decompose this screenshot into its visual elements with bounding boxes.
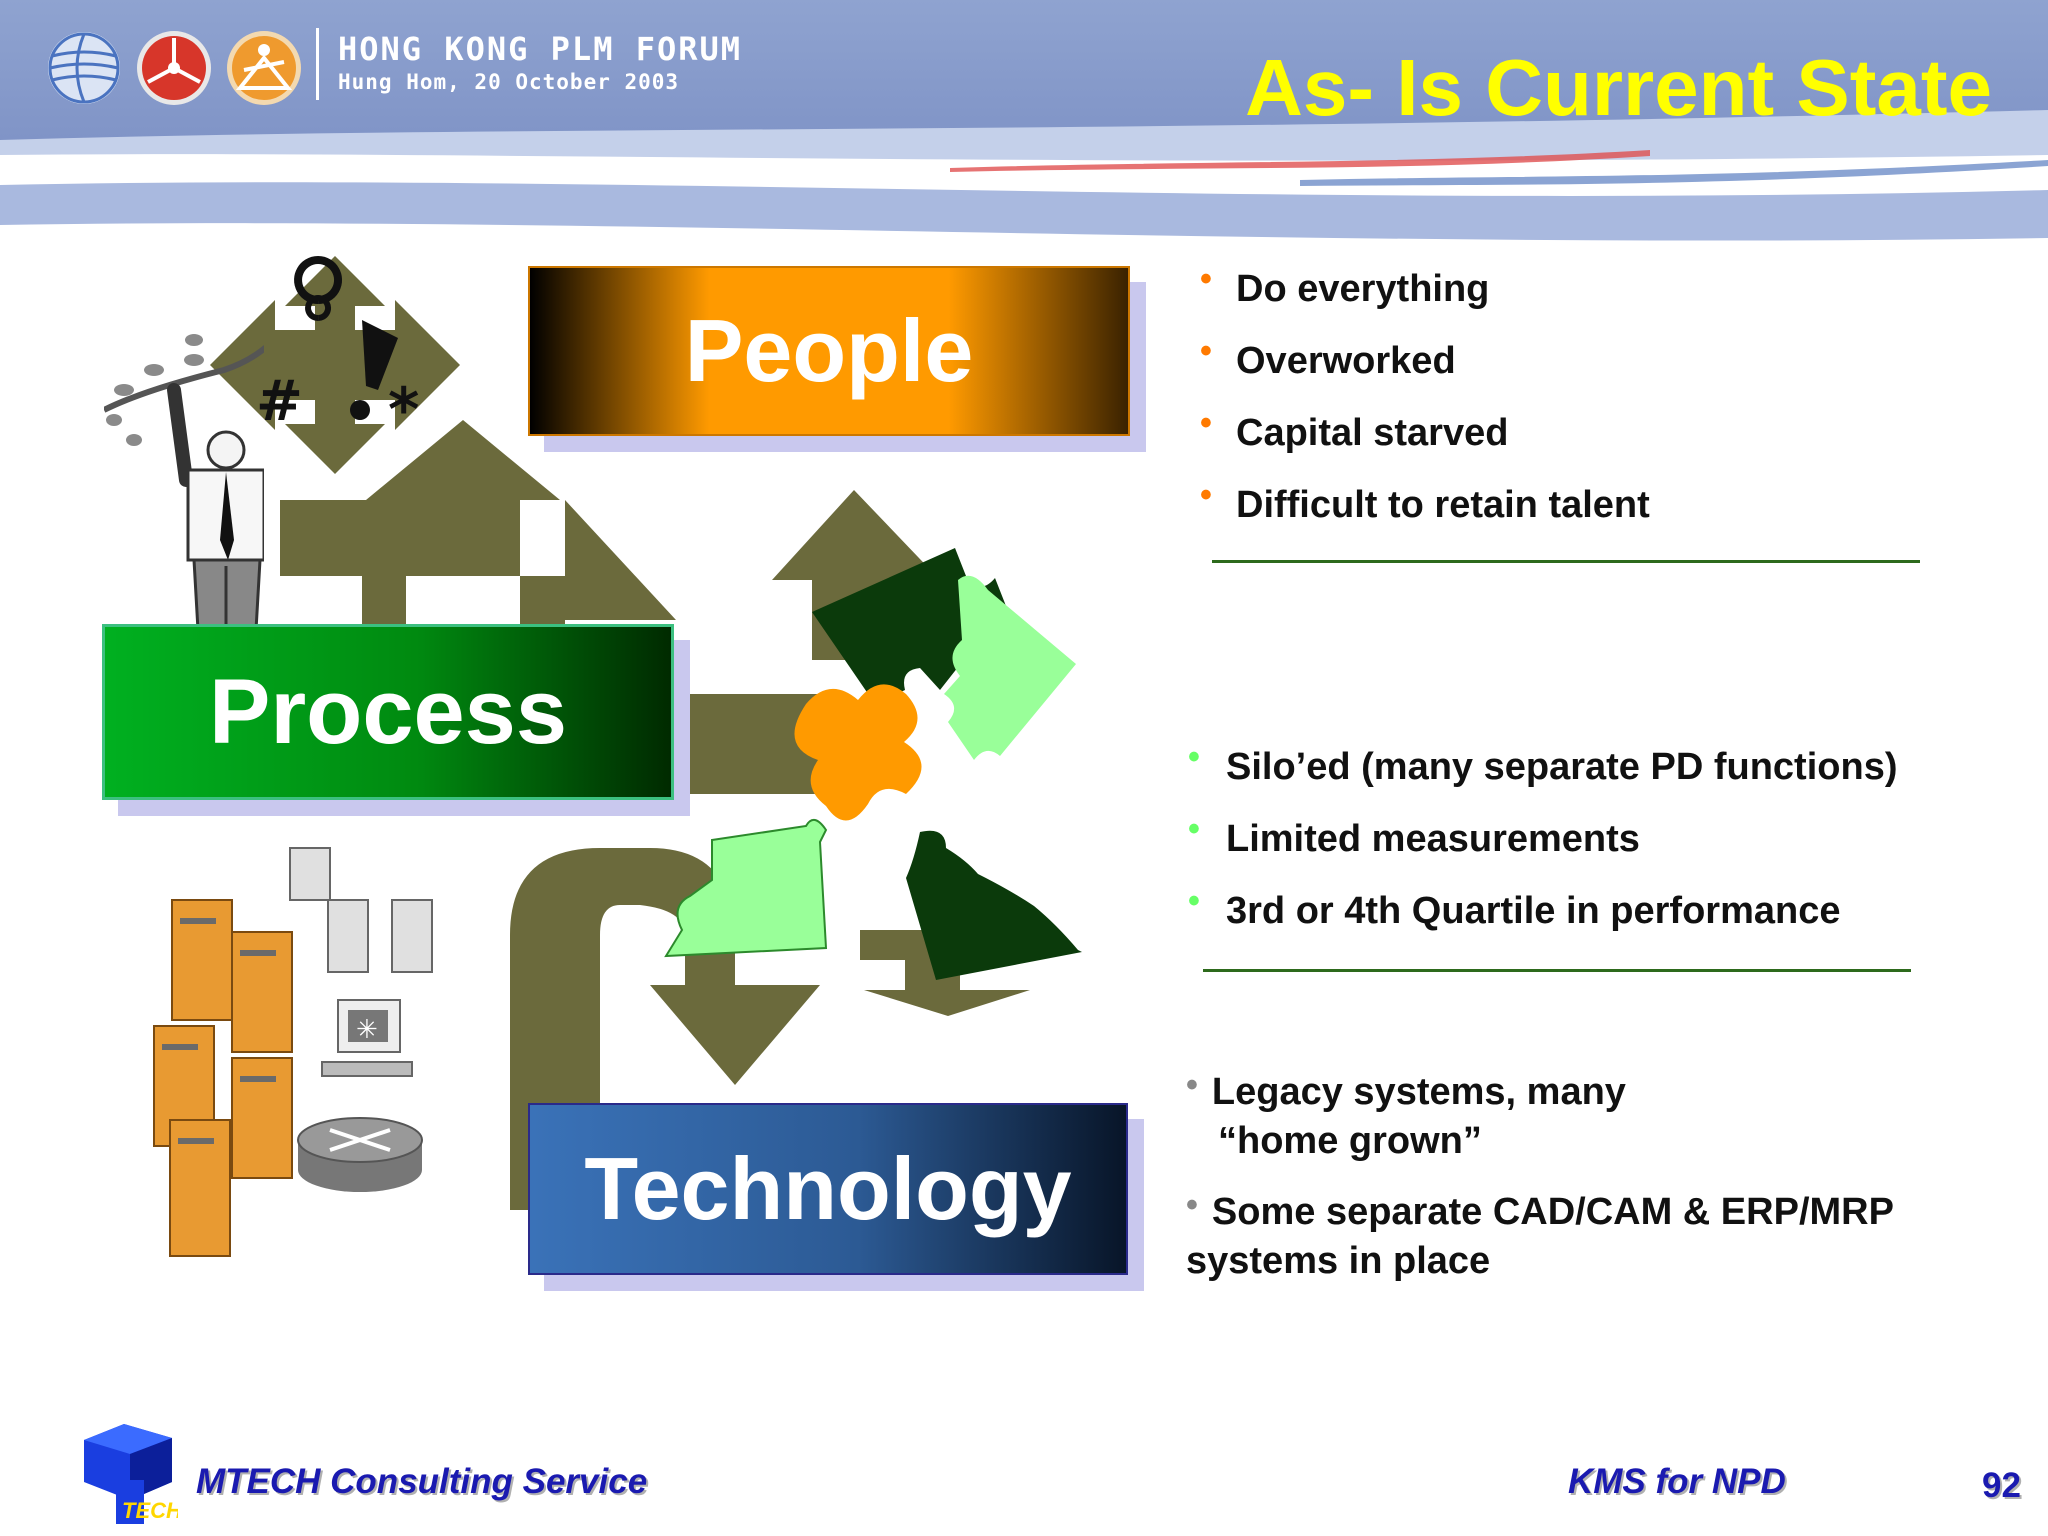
process-box: Process xyxy=(102,624,674,800)
people-label: People xyxy=(684,301,974,400)
list-item: •Overworked xyxy=(1200,332,1456,382)
technology-point: •Legacy systems, many “home grown” xyxy=(1186,1066,1626,1162)
bullet-icon: • xyxy=(1200,260,1212,298)
divider-line xyxy=(1212,560,1920,563)
banner-background xyxy=(0,0,2048,260)
svg-text:#: # xyxy=(256,369,303,434)
bullet-icon: • xyxy=(1188,882,1200,920)
bullet-icon: • xyxy=(1186,1186,1198,1224)
svg-text:✳: ✳ xyxy=(356,1015,378,1045)
technology-label: Technology xyxy=(584,1139,1072,1238)
list-item: •Silo’ed (many separate PD functions) xyxy=(1188,738,1898,788)
puzzle-icon xyxy=(664,548,1082,980)
bullet-icon: • xyxy=(1186,1066,1198,1104)
svg-text:*: * xyxy=(388,375,419,445)
list-item: •Do everything xyxy=(1200,260,1490,310)
bullet-icon: • xyxy=(1200,476,1212,514)
server-cluster-illustration: ✳ xyxy=(153,847,433,1257)
process-bullet-list: •Silo’ed (many separate PD functions) •L… xyxy=(1188,738,1898,962)
svg-text:TECH: TECH xyxy=(122,1498,178,1523)
forum-subtitle: Hung Hom, 20 October 2003 xyxy=(338,70,680,94)
figure-logo-icon xyxy=(227,31,301,105)
four-way-arrow xyxy=(210,256,460,474)
technology-point: •Some separate CAD/CAM & ERP/MRP systems… xyxy=(1186,1186,1894,1282)
list-item: •Difficult to retain talent xyxy=(1200,476,1650,526)
stress-symbols-icon: # * xyxy=(256,256,419,445)
globe-logo-icon xyxy=(48,32,120,104)
bullet-icon: • xyxy=(1200,332,1212,370)
people-box: People xyxy=(528,266,1130,436)
divider-line xyxy=(1203,969,1911,972)
mtech-logo-icon: TECH xyxy=(84,1424,178,1524)
slide-title: As- Is Current State xyxy=(1245,43,1992,132)
process-label: Process xyxy=(208,661,568,763)
list-item: •Capital starved xyxy=(1200,404,1509,454)
footer-company: MTECH Consulting Service xyxy=(196,1462,648,1501)
list-item: •3rd or 4th Quartile in performance xyxy=(1188,882,1841,932)
page-number: 92 xyxy=(1982,1466,2021,1505)
footer-course: KMS for NPD xyxy=(1568,1462,1786,1501)
diagram-arrows: # * xyxy=(210,256,1082,1210)
people-bullet-list: •Do everything •Overworked •Capital star… xyxy=(1200,260,1650,556)
forum-title: HONG KONG PLM FORUM xyxy=(338,30,743,68)
forum-logos xyxy=(48,31,301,105)
bullet-icon: • xyxy=(1200,404,1212,442)
bullet-icon: • xyxy=(1188,738,1200,776)
fork-arrow xyxy=(280,420,676,626)
header-divider xyxy=(316,28,319,100)
bullet-icon: • xyxy=(1188,810,1200,848)
star-logo-icon xyxy=(137,31,211,105)
stressed-man-illustration xyxy=(104,334,264,630)
list-item: •Limited measurements xyxy=(1188,810,1640,860)
technology-box: Technology xyxy=(528,1103,1128,1275)
header-banner xyxy=(0,0,2048,260)
